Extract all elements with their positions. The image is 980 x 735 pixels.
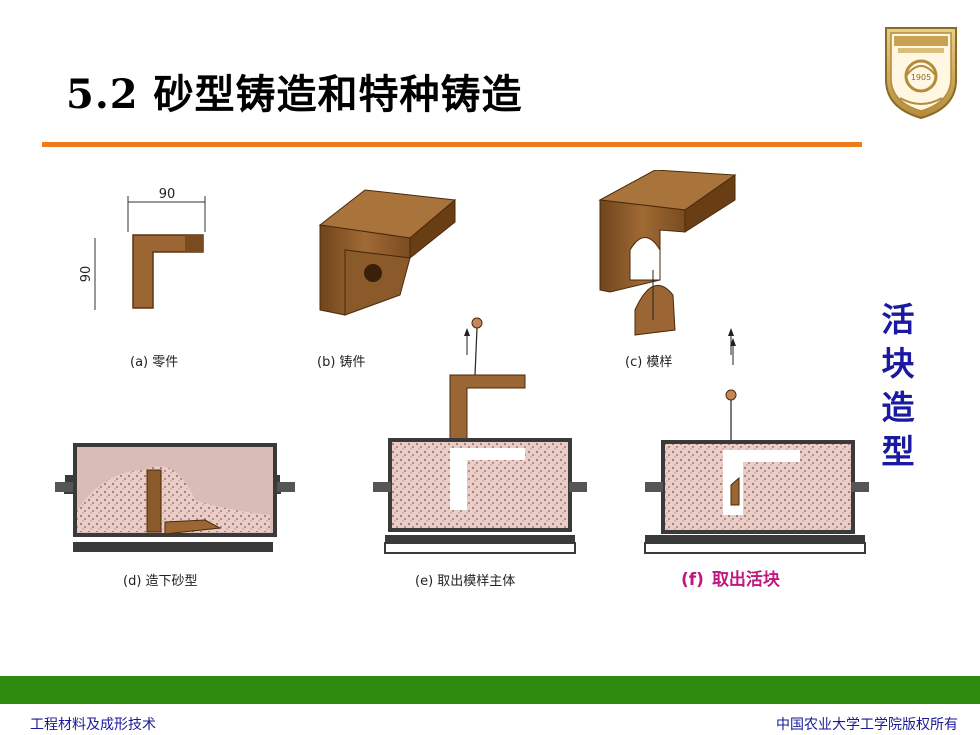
emblem-year: 1905 (911, 73, 931, 82)
slide-title: 5.2 砂型铸造和特种铸造 (66, 71, 523, 118)
side-annotation: 活 块 造 型 (878, 298, 918, 474)
side-char-1: 活 (881, 300, 915, 339)
footer-course-name: 工程材料及成形技术 (30, 717, 156, 733)
figure-b-casting: (b) 铸件 (317, 189, 457, 370)
figure-f-tag: (f) (681, 570, 704, 590)
label-backdrop (666, 556, 866, 592)
caption-d: (d) 造下砂型 (123, 574, 198, 589)
dimension-height: 90 (79, 266, 94, 283)
figure-f-label: (f) 取出活块 (681, 565, 780, 590)
title-underline (42, 142, 862, 147)
figure-f-remove-loose-piece (644, 328, 869, 554)
side-char-4: 型 (881, 432, 915, 471)
footer-bar (0, 676, 980, 704)
figure-d-lower-mold: (d) 造下砂型 (55, 443, 295, 589)
figure-a-part: 90 90 (a) 零件 (79, 187, 206, 370)
caption-b: (b) 铸件 (317, 354, 366, 370)
side-char-2: 块 (881, 344, 915, 383)
university-emblem-icon: 1905 (885, 27, 957, 120)
figure-f-text: 取出活块 (711, 570, 780, 590)
caption-e: (e) 取出模样主体 (415, 574, 515, 589)
caption-c: (c) 模样 (625, 355, 672, 370)
dimension-width: 90 (159, 187, 176, 202)
footer-copyright: 中国农业大学工学院版权所有 (776, 717, 958, 733)
casting-process-figure: 90 90 (a) 零件 (b) 铸件 (c) 模样 (55, 170, 869, 589)
figure-c-pattern: (c) 模样 (598, 170, 737, 370)
side-char-3: 造 (881, 388, 915, 427)
caption-a: (a) 零件 (130, 355, 178, 370)
figure-e-remove-pattern: (e) 取出模样主体 (373, 317, 587, 589)
